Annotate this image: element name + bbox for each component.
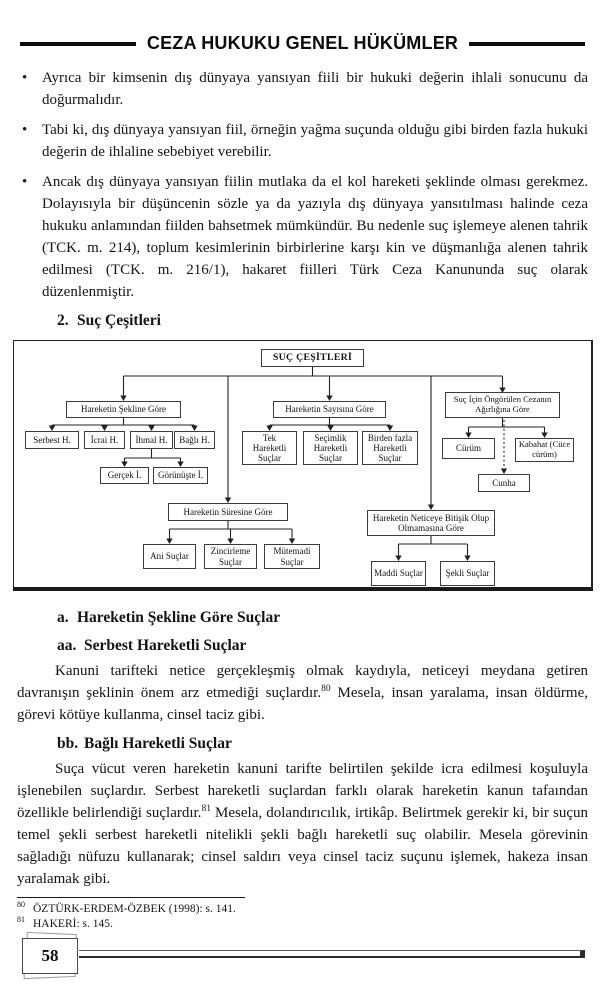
diagram-node-tek: Tek Hareketli Suçlar	[242, 431, 297, 465]
flowchart-connectors	[48, 367, 548, 561]
paragraph-text: Mesela, insan yaralama, insan öldürme, g…	[17, 685, 588, 723]
list-item: • Tabi ki, dış dünyaya yansıyan fiil, ör…	[17, 119, 588, 163]
diagram-node-sekli: Şekli Suçlar	[440, 561, 495, 586]
diagram-node-secimlik: Seçimlik Hareketli Suçlar	[303, 431, 358, 465]
page-title: CEZA HUKUKU GENEL HÜKÜMLER	[146, 33, 459, 53]
diagram-node-sayi: Hareketin Sayısına Göre	[273, 401, 386, 418]
book-page: CEZA HUKUKU GENEL HÜKÜMLER • Ayrıca bir …	[0, 33, 604, 993]
paragraph-text: Suça vücut veren hareketin kanuni tarift…	[17, 761, 588, 821]
paragraph-text: Mesela, dolandırıcılık, irtikâp. Belirtm…	[17, 805, 588, 887]
header-rule-right	[469, 41, 586, 46]
subsection-label: Hareketin Şekline Göre Suçlar	[77, 609, 281, 626]
subsection-number: bb.	[57, 735, 79, 752]
footnote-ref-81: 81	[201, 804, 211, 814]
section-heading: 2. Suç Çeşitleri	[57, 311, 588, 331]
footnote-text: HAKERİ: s. 145.	[33, 918, 113, 930]
diagram-node-sekil: Hareketin Şekline Göre	[66, 401, 181, 418]
subsection-label: Bağlı Hareketli Suçlar	[84, 735, 232, 752]
diagram-node-serbest: Serbest H.	[25, 431, 79, 449]
subsection-a-heading: a. Hareketin Şekline Göre Suçlar	[57, 608, 588, 628]
subsection-bb-heading: bb. Bağlı Hareketli Suçlar	[57, 734, 588, 754]
list-item: • Ayrıca bir kimsenin dış dünyaya yansıy…	[17, 67, 588, 111]
diagram-node-kabahat: Kabahat (Cüce cürüm)	[515, 438, 574, 462]
diagram-node-bagli: Bağlı H.	[174, 431, 215, 449]
header-rule-left	[20, 41, 136, 46]
diagram-node-root: SUÇ ÇEŞİTLERİ	[261, 349, 364, 367]
page-number: 58	[22, 938, 78, 974]
bullet-text: Tabi ki, dış dünyaya yansıyan fiil, örne…	[42, 122, 588, 160]
footer-rule	[79, 950, 585, 958]
paragraph-bb: Suça vücut veren hareketin kanuni tarift…	[17, 758, 588, 890]
diagram-node-ani: Ani Suçlar	[143, 544, 196, 569]
page-number-badge: 58	[22, 931, 78, 980]
page-header: CEZA HUKUKU GENEL HÜKÜMLER	[20, 33, 586, 54]
diagram-node-icrai: İcrai H.	[84, 431, 125, 449]
footnote-ref-80: 80	[321, 684, 331, 694]
diagram-node-gercek: Gerçek İ.	[100, 467, 149, 484]
footnote-separator	[17, 897, 245, 898]
bullet-icon: •	[22, 122, 28, 138]
diagram-node-zincirleme: Zincirleme Suçlar	[204, 544, 257, 569]
diagram-node-gorunuste: Görünüşte İ.	[153, 467, 208, 484]
diagram-node-netice: Hareketin Neticeye Bitişik Olup Olmaması…	[367, 510, 495, 536]
subsection-number: aa.	[57, 637, 77, 654]
diagram-node-cunha: Cunha	[478, 474, 530, 492]
bullet-icon: •	[22, 174, 28, 190]
paragraph-aa: Kanuni tarifteki netice gerçekleşmiş olm…	[17, 660, 588, 726]
bullet-list: • Ayrıca bir kimsenin dış dünyaya yansıy…	[17, 67, 588, 303]
subsection-number: a.	[57, 609, 69, 626]
diagram-node-maddi: Maddi Suçlar	[371, 561, 426, 586]
section-number: 2.	[57, 312, 69, 329]
bullet-icon: •	[22, 70, 28, 86]
section-label: Suç Çeşitleri	[77, 312, 161, 329]
bullet-text: Ancak dış dünyaya yansıyan fiilin mutlak…	[42, 174, 588, 300]
diagram-node-ceza: Suç İçin Öngörülen Cezanın Ağırlığına Gö…	[445, 392, 560, 418]
subsection-label: Serbest Hareketli Suçlar	[84, 637, 247, 654]
diagram-node-mutemadi: Mütemadi Suçlar	[264, 544, 320, 569]
subsection-aa-heading: aa. Serbest Hareketli Suçlar	[57, 636, 588, 656]
diagram-node-ihmal: İhmal H.	[130, 431, 173, 449]
list-item: • Ancak dış dünyaya yansıyan fiilin mutl…	[17, 171, 588, 303]
crime-types-flowchart: SUÇ ÇEŞİTLERİ Hareketin Şekline Göre Har…	[13, 340, 593, 591]
page-footer: 58	[17, 931, 588, 981]
paragraph-text: Kanuni tarifteki netice gerçekleşmiş olm…	[17, 663, 588, 701]
diagram-node-birden: Birden fazla Hareketli Suçlar	[362, 431, 418, 465]
diagram-node-curum: Cürüm	[442, 438, 495, 459]
footnote-text: ÖZTÜRK-ERDEM-ÖZBEK (1998): s. 141.	[33, 903, 236, 915]
diagram-node-sure: Hareketin Süresine Göre	[168, 503, 288, 521]
bullet-text: Ayrıca bir kimsenin dış dünyaya yansıyan…	[42, 70, 588, 108]
